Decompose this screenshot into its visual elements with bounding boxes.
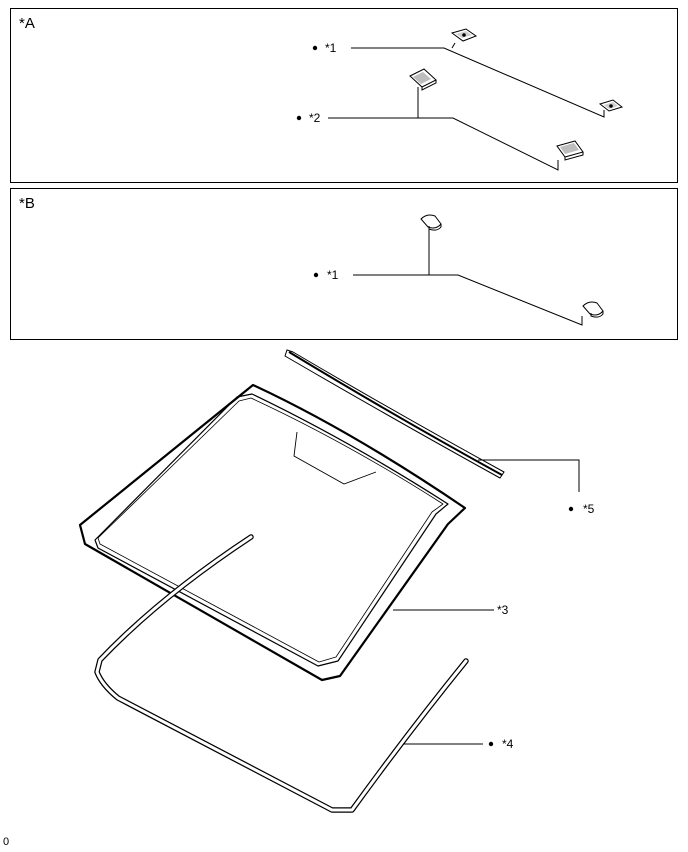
- panel-a-clip-small-top: [450, 28, 478, 42]
- upper-molding-strip: [284, 349, 505, 479]
- windshield-glass: [78, 383, 467, 682]
- callout-a2-label: *2: [309, 111, 321, 125]
- panel-b-label: *B: [19, 195, 35, 212]
- panel-a-label: *A: [19, 15, 35, 32]
- panel-b-clip-bottom: [582, 301, 604, 318]
- figure-code: 0: [3, 836, 10, 848]
- callout-4-label: *4: [502, 737, 514, 751]
- panel-a-bracket-left: [409, 68, 437, 91]
- callout-3-label: *3: [497, 603, 509, 617]
- callout-5-leader: [478, 459, 580, 512]
- panel-a-clip-small-right: [598, 99, 624, 112]
- callout-b1-label: *1: [327, 268, 339, 282]
- panel-a-bracket-right: [556, 140, 584, 161]
- callout-a1-label: *1: [325, 41, 337, 55]
- callout-4-leader: [403, 741, 494, 747]
- windshield-weatherstrip: [94, 534, 469, 813]
- callout-a1-leader: [312, 42, 605, 118]
- panel-b-clip-top: [420, 214, 442, 231]
- callout-a2-leader: [296, 87, 559, 171]
- panel-b: *B: [10, 188, 678, 340]
- callout-b1-leader: [313, 229, 583, 326]
- callout-5-label: *5: [583, 502, 595, 516]
